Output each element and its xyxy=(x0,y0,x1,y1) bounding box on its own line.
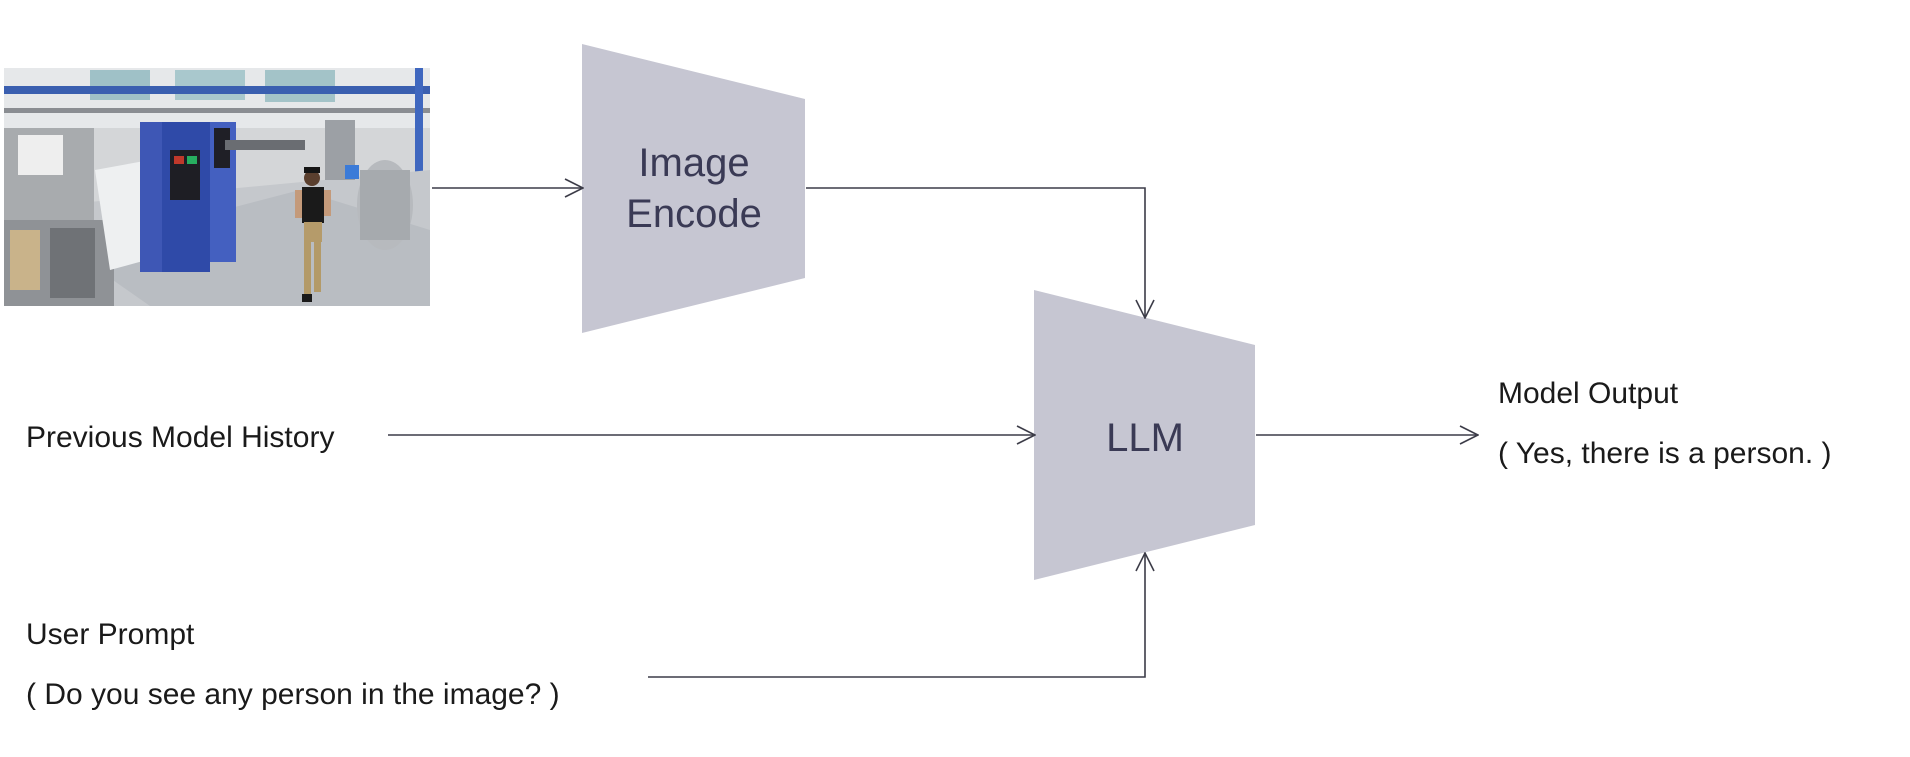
output-title: Model Output xyxy=(1498,377,1679,410)
encoder-to-llm-arrow xyxy=(806,188,1145,318)
image-encoder-block: Image Encode xyxy=(582,44,805,333)
output-text: ( Yes, there is a person. ) xyxy=(1498,437,1832,470)
llm-label: LLM xyxy=(1106,416,1184,460)
input-image xyxy=(4,68,430,306)
llm-block: LLM xyxy=(1034,290,1255,580)
history-label: Previous Model History xyxy=(26,421,334,454)
prompt-to-llm-arrow xyxy=(648,553,1145,677)
prompt-text: ( Do you see any person in the image? ) xyxy=(26,678,560,711)
image-encoder-label-line1: Image xyxy=(638,141,749,185)
prompt-title: User Prompt xyxy=(26,618,195,651)
image-encoder-shape xyxy=(582,44,805,333)
image-encoder-label-line2: Encode xyxy=(626,192,762,236)
